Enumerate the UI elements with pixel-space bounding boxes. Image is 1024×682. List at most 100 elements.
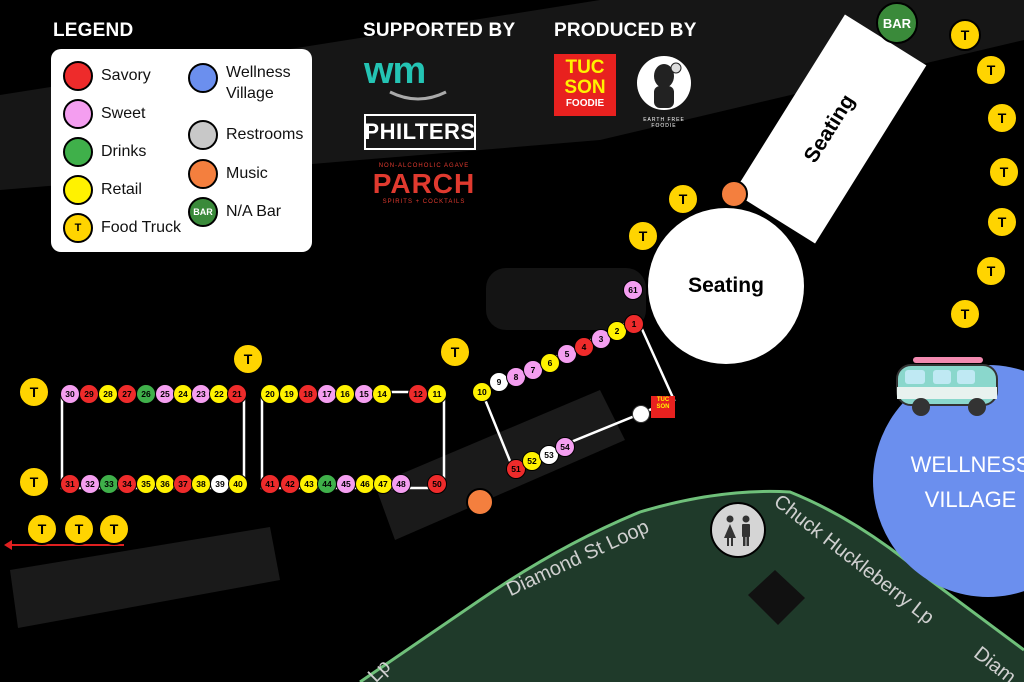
philters-logo: PHILTERS bbox=[364, 114, 476, 150]
earth-free-foodie-emblem-icon bbox=[637, 56, 691, 110]
tucson-foodie-mini-logo: TUC SON bbox=[651, 396, 675, 418]
parch-sub: SPIRITS + COCKTAILS bbox=[382, 199, 466, 205]
vendor-stall-28[interactable]: 28 bbox=[98, 384, 118, 404]
food-truck-marker[interactable]: T bbox=[949, 298, 981, 330]
food-truck-marker[interactable]: T bbox=[988, 156, 1020, 188]
vendor-stall-16[interactable]: 16 bbox=[335, 384, 355, 404]
vendor-stall-18[interactable]: 18 bbox=[298, 384, 318, 404]
music-marker[interactable] bbox=[720, 180, 748, 208]
food-truck-marker[interactable]: T bbox=[986, 102, 1018, 134]
vendor-stall-37[interactable]: 37 bbox=[173, 474, 193, 494]
legend-label: N/A Bar bbox=[226, 202, 282, 220]
restroom-dot-icon bbox=[188, 120, 218, 150]
vendor-stall-36[interactable]: 36 bbox=[155, 474, 175, 494]
vendor-stall-29[interactable]: 29 bbox=[79, 384, 99, 404]
vendor-stall-15[interactable]: 15 bbox=[354, 384, 374, 404]
supported-by-heading: SUPPORTED BY bbox=[363, 20, 516, 41]
food-truck-marker[interactable]: T bbox=[232, 343, 264, 375]
vendor-stall-38[interactable]: 38 bbox=[191, 474, 211, 494]
arrow-head-icon bbox=[4, 540, 12, 550]
food-truck-marker[interactable]: T bbox=[63, 513, 95, 545]
legend-label: Wellness Village bbox=[226, 64, 291, 102]
wellness-line: VILLAGE bbox=[924, 487, 1017, 513]
vendor-stall-47[interactable]: 47 bbox=[373, 474, 393, 494]
vendor-stall-43[interactable]: 43 bbox=[299, 474, 319, 494]
restroom-marker[interactable] bbox=[710, 502, 766, 558]
seating-area-circle[interactable]: Seating bbox=[648, 208, 804, 364]
food-truck-marker[interactable]: T bbox=[98, 513, 130, 545]
produced-by-heading: PRODUCED BY bbox=[554, 20, 697, 41]
na-bar-marker[interactable]: BAR bbox=[876, 2, 918, 44]
vendor-stall-25[interactable]: 25 bbox=[155, 384, 175, 404]
food-truck-marker[interactable]: T bbox=[439, 336, 471, 368]
retail-dot-icon bbox=[63, 175, 93, 205]
vendor-stall-35[interactable]: 35 bbox=[136, 474, 156, 494]
wellness-line: WELLNESS bbox=[910, 452, 1024, 477]
food-truck-marker[interactable]: T bbox=[18, 466, 50, 498]
vendor-stall-42[interactable]: 42 bbox=[280, 474, 300, 494]
food-truck-marker[interactable]: T bbox=[949, 19, 981, 51]
vendor-stall-44[interactable]: 44 bbox=[317, 474, 337, 494]
vendor-stall-30[interactable]: 30 bbox=[60, 384, 80, 404]
wellness-dot-icon bbox=[188, 63, 218, 93]
parch-logo: NON-ALCOHOLIC AGAVE PARCH SPIRITS + COCK… bbox=[362, 163, 486, 213]
legend-item-drinks: Drinks bbox=[63, 137, 146, 167]
vendor-stall-21[interactable]: 21 bbox=[227, 384, 247, 404]
tucson-foodie-line: TUC bbox=[565, 57, 605, 78]
vendor-stall-19[interactable]: 19 bbox=[279, 384, 299, 404]
food-truck-marker[interactable]: T bbox=[18, 376, 50, 408]
vendor-stall-31[interactable]: 31 bbox=[60, 474, 80, 494]
vendor-stall-33[interactable]: 33 bbox=[99, 474, 119, 494]
vendor-stall-5[interactable]: 5 bbox=[557, 344, 577, 364]
food-truck-marker[interactable]: T bbox=[627, 220, 659, 252]
food-truck-marker[interactable]: T bbox=[986, 206, 1018, 238]
vendor-stall-6[interactable]: 6 bbox=[540, 353, 560, 373]
road-shape bbox=[10, 527, 280, 628]
vendor-stall-32[interactable]: 32 bbox=[80, 474, 100, 494]
vendor-stall-40[interactable]: 40 bbox=[228, 474, 248, 494]
vendor-stall-8[interactable]: 8 bbox=[506, 367, 526, 387]
vendor-stall-14[interactable]: 14 bbox=[372, 384, 392, 404]
road-shape bbox=[486, 268, 646, 330]
vendor-stall-12[interactable]: 12 bbox=[408, 384, 428, 404]
vendor-stall-61[interactable]: 61 bbox=[623, 280, 643, 300]
tucson-foodie-line: FOODIE bbox=[565, 98, 605, 109]
vendor-stall-20[interactable]: 20 bbox=[260, 384, 280, 404]
legend-item-na-bar: BAR N/A Bar bbox=[188, 197, 281, 227]
music-marker[interactable] bbox=[466, 488, 494, 516]
vendor-stall-23[interactable]: 23 bbox=[191, 384, 211, 404]
legend-item-food-truck: T Food Truck bbox=[63, 213, 181, 243]
legend-label: Drinks bbox=[101, 142, 147, 160]
food-truck-marker[interactable]: T bbox=[667, 183, 699, 215]
tucson-foodie-line: SON bbox=[564, 77, 606, 98]
vendor-stall-1[interactable]: 1 bbox=[624, 314, 644, 334]
legend-label: Restrooms bbox=[226, 125, 304, 143]
vendor-stall-41[interactable]: 41 bbox=[260, 474, 280, 494]
vendor-stall-48[interactable]: 48 bbox=[391, 474, 411, 494]
building-shape bbox=[748, 570, 805, 625]
vendor-stall-22[interactable]: 22 bbox=[209, 384, 229, 404]
vendor-stall-26[interactable]: 26 bbox=[136, 384, 156, 404]
vendor-stall-54[interactable]: 54 bbox=[555, 437, 575, 457]
vendor-stall-10[interactable]: 10 bbox=[472, 382, 492, 402]
vendor-stall-46[interactable]: 46 bbox=[355, 474, 375, 494]
vendor-stall-39[interactable]: 39 bbox=[210, 474, 230, 494]
legend-label: Music bbox=[226, 164, 268, 182]
vendor-stall-27[interactable]: 27 bbox=[117, 384, 137, 404]
vendor-stall-45[interactable]: 45 bbox=[336, 474, 356, 494]
vendor-stall-50[interactable]: 50 bbox=[427, 474, 447, 494]
vendor-stall-17[interactable]: 17 bbox=[317, 384, 337, 404]
vendor-stall-24[interactable]: 24 bbox=[173, 384, 193, 404]
drinks-dot-icon bbox=[63, 137, 93, 167]
food-truck-icon: T bbox=[63, 213, 93, 243]
wm-logo: wm bbox=[364, 52, 454, 102]
vendor-stall-34[interactable]: 34 bbox=[117, 474, 137, 494]
music-dot-icon bbox=[188, 159, 218, 189]
legend-label: Retail bbox=[101, 180, 142, 198]
vendor-stall-4[interactable]: 4 bbox=[574, 337, 594, 357]
vendor-stall-11[interactable]: 11 bbox=[427, 384, 447, 404]
food-truck-marker[interactable]: T bbox=[26, 513, 58, 545]
road-shape bbox=[375, 390, 625, 540]
food-truck-marker[interactable]: T bbox=[975, 255, 1007, 287]
food-truck-marker[interactable]: T bbox=[975, 54, 1007, 86]
